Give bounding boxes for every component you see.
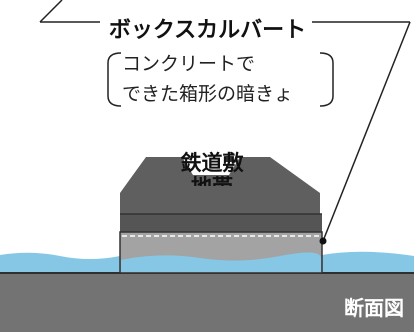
leader-line-left xyxy=(39,0,63,23)
railway-land-label-cut: 地帯 xyxy=(180,176,244,186)
culvert-description-line1: コンクリートで xyxy=(122,53,256,75)
water-in-culvert xyxy=(121,252,321,272)
water-left xyxy=(0,252,120,275)
ground xyxy=(0,273,414,332)
culvert-description-line2: できた箱形の暗きょ xyxy=(122,83,294,105)
section-view-label: 断面図 xyxy=(344,296,404,320)
leader-line-diagonal xyxy=(322,21,411,242)
railway-land-label: 鉄道敷 xyxy=(180,151,244,175)
embankment-band xyxy=(120,214,322,232)
water-right xyxy=(322,251,414,275)
embankment xyxy=(120,157,320,214)
bracket-left xyxy=(107,52,122,107)
bracket-right xyxy=(319,52,334,107)
leader-dot xyxy=(319,237,327,245)
culvert-title: ボックスカルバート xyxy=(108,18,307,43)
